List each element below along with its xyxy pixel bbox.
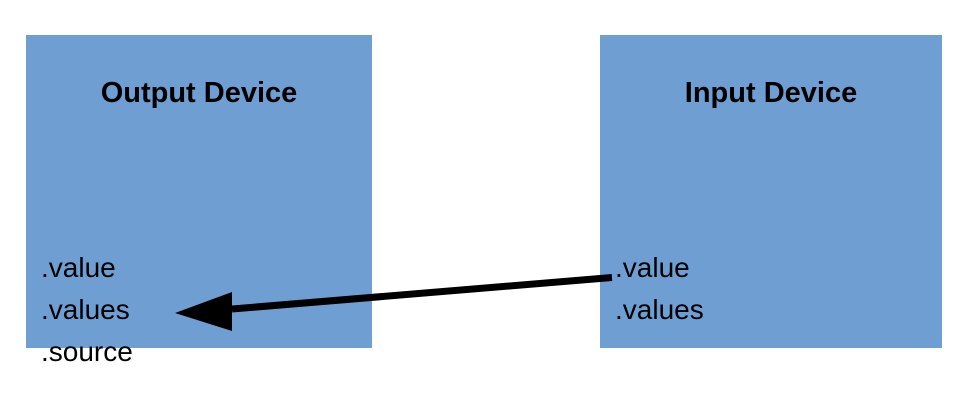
output-device-property-value: .value <box>41 252 116 283</box>
input-device-title: Input Device <box>684 77 858 109</box>
output-device-box[interactable]: Output Device .value .values .source <box>26 35 372 367</box>
input-device-property-values: .values <box>615 294 704 325</box>
input-device-property-list: .value .values <box>615 247 936 331</box>
output-device-property-values: .values <box>41 294 130 325</box>
output-device-property-source: .source <box>41 336 133 367</box>
output-device-property-list: .value .values .source <box>41 247 366 373</box>
input-device-box[interactable]: Input Device .value .values <box>600 35 942 348</box>
input-device-property-value: .value <box>615 252 690 283</box>
output-device-title: Output Device <box>100 77 298 109</box>
